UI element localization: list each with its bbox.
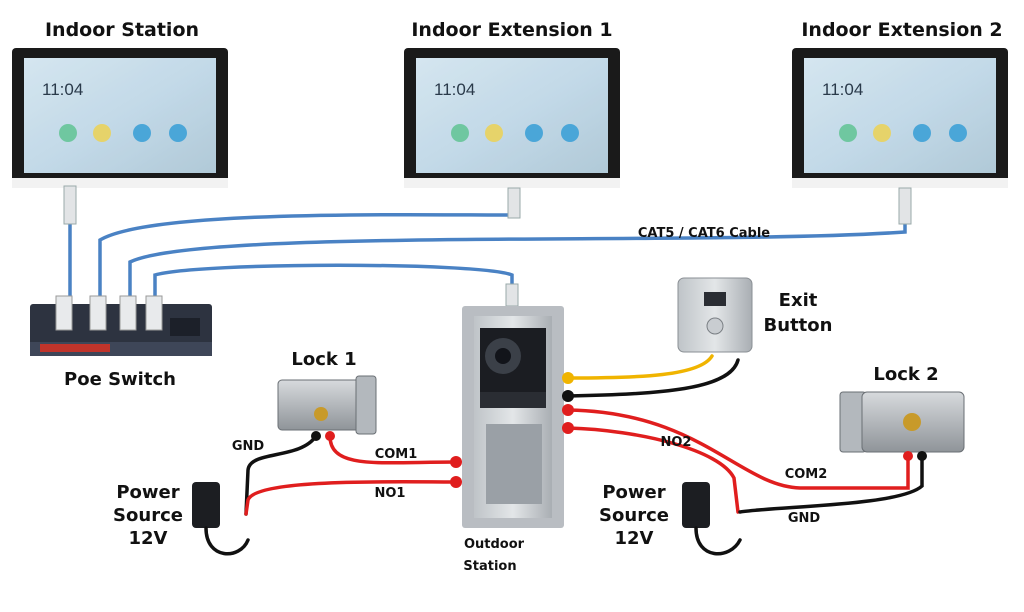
indoor-extension-1: Indoor Extension 1 11:04: [404, 19, 620, 188]
no2-wire: [566, 426, 740, 514]
switch-port[interactable]: [89, 295, 107, 331]
switch-port[interactable]: [55, 295, 73, 331]
indoor-ext1-title: Indoor Extension 1: [411, 19, 612, 41]
settings-icon[interactable]: [169, 124, 187, 142]
power-source-left: Power Source 12V: [113, 482, 250, 556]
exit-button-label-2: Button: [764, 315, 833, 336]
info-icon[interactable]: [525, 124, 543, 142]
lock1-wires: GND COM1 NO1: [232, 431, 462, 516]
message-icon[interactable]: [873, 124, 891, 142]
no1-wire: [244, 479, 458, 516]
com1-wire: [328, 434, 458, 465]
gnd-wire-right: [738, 454, 924, 514]
cable-label: CAT5 / CAT6 Cable: [638, 226, 770, 241]
switch-port[interactable]: [119, 295, 137, 331]
gnd-wire-left: [244, 434, 318, 516]
exit-signal-wire: [566, 354, 714, 380]
no2-label: NO2: [661, 435, 692, 450]
indoor-station-title: Indoor Station: [45, 19, 199, 41]
rj45-plug: [505, 283, 519, 307]
indoor-extension-2: Indoor Extension 2 11:04: [792, 19, 1008, 188]
cable-extension-1: [98, 190, 516, 302]
cable-outdoor-station: [153, 263, 514, 302]
gnd-label-left: GND: [232, 439, 265, 454]
power-source-right-line-3: 12V: [615, 528, 654, 549]
screen-time: 11:04: [434, 80, 475, 99]
outdoor-station-label-2: Station: [463, 559, 516, 574]
com1-label: COM1: [375, 447, 418, 462]
no1-label: NO1: [375, 486, 406, 501]
info-icon[interactable]: [913, 124, 931, 142]
indoor-station: Indoor Station 11:04: [12, 19, 228, 188]
app-row: [59, 124, 187, 142]
power-source-right-line-1: Power: [602, 482, 665, 503]
exit-button[interactable]: Exit Button: [677, 277, 833, 353]
outdoor-station: Outdoor Station: [462, 306, 564, 574]
power-source-left-line-1: Power: [116, 482, 179, 503]
poe-switch-label: Poe Switch: [64, 369, 176, 390]
settings-icon[interactable]: [561, 124, 579, 142]
exit-button-label-1: Exit: [779, 290, 818, 311]
outdoor-station-label-1: Outdoor: [464, 537, 525, 552]
keypad[interactable]: [486, 424, 542, 504]
com2-wire: [566, 408, 910, 490]
rj45-plug: [507, 187, 521, 219]
settings-icon[interactable]: [949, 124, 967, 142]
lock-1: Lock 1: [277, 349, 377, 435]
app-row: [839, 124, 967, 142]
power-source-right: Power Source 12V: [599, 482, 742, 556]
gnd-label-right: GND: [788, 511, 821, 526]
com2-label: COM2: [785, 467, 828, 482]
screen-time: 11:04: [42, 80, 83, 99]
indoor-ext2-title: Indoor Extension 2: [801, 19, 1002, 41]
message-icon[interactable]: [485, 124, 503, 142]
lock2-label: Lock 2: [873, 364, 938, 385]
info-icon[interactable]: [133, 124, 151, 142]
app-row: [451, 124, 579, 142]
right-side-wires: NO2 COM2 GND: [562, 354, 927, 526]
rj45-plug: [898, 187, 912, 225]
phone-icon[interactable]: [451, 124, 469, 142]
phone-icon[interactable]: [59, 124, 77, 142]
lock1-label: Lock 1: [291, 349, 356, 370]
network-cables: CAT5 / CAT6 Cable: [63, 185, 912, 307]
cable-extension-2: [128, 190, 907, 302]
power-source-left-line-2: Source: [113, 505, 183, 526]
lock-2: Lock 2: [839, 364, 965, 453]
exit-ground-wire: [566, 358, 740, 398]
switch-port[interactable]: [145, 295, 163, 331]
poe-switch: Poe Switch: [30, 295, 212, 390]
phone-icon[interactable]: [839, 124, 857, 142]
message-icon[interactable]: [93, 124, 111, 142]
power-source-left-line-3: 12V: [129, 528, 168, 549]
power-source-right-line-2: Source: [599, 505, 669, 526]
screen-time: 11:04: [822, 80, 863, 99]
rj45-plug: [63, 185, 77, 225]
